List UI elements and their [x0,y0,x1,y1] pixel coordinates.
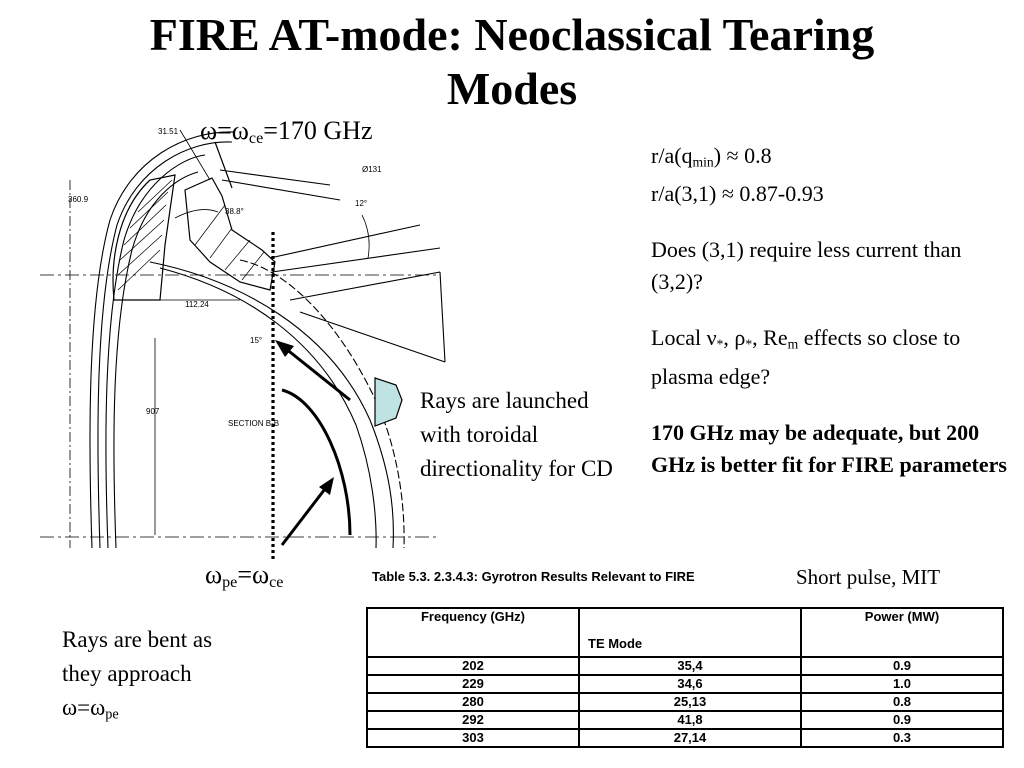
mode-cell: 27,14 [578,728,802,748]
power-cell: 0.8 [800,692,1004,712]
equals-symbol: = [77,695,91,720]
port-line [269,224,421,259]
dim-label: 907 [146,407,160,416]
mode-cell: 35,4 [578,656,802,676]
table-row: 303 27,14 0.3 [366,728,1004,748]
cutoff-arrow [280,484,330,546]
column-header-power: Power (MW) [800,607,1004,658]
edge-effects-question: Local ν*, ρ*, Rem effects so close to pl… [651,325,961,389]
dim-label: 31.51 [158,127,179,136]
omega-symbol: ω [252,560,270,589]
omega-symbol: ω [205,560,223,589]
mode-cell: 41,8 [578,710,802,730]
outer-wall-line [89,131,236,549]
frequency-cell: 303 [366,728,580,748]
cutoff-label: ωpe=ωce [205,560,283,592]
title-line-1: FIRE AT-mode: Neoclassical Tearing [149,9,875,60]
inner-wall-line-2 [113,171,199,549]
table-row: 280 25,13 0.8 [366,692,1004,712]
rays-launched-note: Rays are launched with toroidal directio… [420,388,613,481]
port-line [289,271,441,301]
cutoff-curve [281,388,352,536]
power-cell: 0.3 [800,728,1004,748]
dim-label: 112.24 [185,300,209,309]
dim-label: 15° [250,336,262,345]
section-label: SECTION B-B [228,419,279,428]
table-row: 202 35,4 0.9 [366,656,1004,676]
power-cell: 0.9 [800,656,1004,676]
title-line-2: Modes [446,63,578,114]
ray-arrow [284,346,351,402]
dimension-line [179,129,211,181]
qmin-note: r/a(qmin) ≈ 0.8 [651,143,772,170]
port-line [219,169,331,186]
vessel-cross-section-diagram: 31.51 360.9 Ø131 38.8° 12° 112.24 15° 90… [40,127,446,560]
subscript-ce: ce [248,130,264,148]
table-caption: Table 5.3. 2.3.4.3: Gyrotron Results Rel… [372,569,695,584]
equals-symbol: = [217,116,232,145]
omega-symbol: ω [200,116,218,145]
inner-wall-line [105,154,206,549]
power-cell: 0.9 [800,710,1004,730]
mode-cell: 34,6 [578,674,802,694]
subscript-pe: pe [105,706,119,723]
omega-symbol: ω [90,695,106,720]
frequency-value: =170 GHz [263,116,373,145]
dimension-arc [361,214,370,259]
ray-arrowhead [275,340,294,357]
dim-label: 360.9 [68,195,89,204]
port-line [439,271,446,363]
current-question: Does (3,1) require less current than (3,… [651,237,962,295]
table-row: 292 41,8 0.9 [366,710,1004,730]
note-line: Rays are bent as [62,627,213,652]
frequency-cell: 202 [366,656,580,676]
power-cell: 1.0 [800,674,1004,694]
physics-notes: r/a(qmin) ≈ 0.8 r/a(3,1) ≈ 0.87-0.93 Doe… [651,140,1011,481]
port-line [299,311,446,363]
first-wall-curve [149,261,394,549]
dimension-arc [174,209,219,219]
omega-symbol: ω [62,695,78,720]
dim-label: 38.8° [225,207,244,216]
port-line [271,247,441,273]
freq-pointer-line [214,141,233,189]
omega-symbol: ω [231,116,249,145]
column-header-frequency: Frequency (GHz) [366,607,580,658]
divertor-hatching [194,204,265,281]
hatched-wall [112,174,176,301]
port-line [221,179,341,201]
hatching [117,179,173,291]
launcher-antenna [374,377,403,427]
conclusion-note: 170 GHz may be adequate, but 200 GHz is … [651,419,1007,477]
slide-title: FIRE AT-mode: Neoclassical Tearing Modes [60,8,964,116]
dim-label: 12° [355,199,367,208]
first-wall-curve-2 [159,267,377,549]
subscript-pe: pe [222,574,238,592]
resonance-frequency-label: ω=ωce=170 GHz [200,116,373,148]
table-row: 229 34,6 1.0 [366,674,1004,694]
r31-note: r/a(3,1) ≈ 0.87-0.93 [651,181,824,207]
table-header-row: Frequency (GHz) TE Mode Power (MW) [366,607,1004,658]
note-line: they approach [62,661,192,686]
rays-bent-note: Rays are bent as they approach ω=ωpe [62,623,302,732]
cutoff-arrowhead [319,477,334,495]
dim-label: Ø131 [362,165,382,174]
short-pulse-note: Short pulse, MIT [796,565,941,589]
outer-wall-line-2 [97,141,233,549]
divertor-block [184,177,276,291]
frequency-cell: 292 [366,710,580,730]
frequency-cell: 280 [366,692,580,712]
frequency-cell: 229 [366,674,580,694]
subscript-ce: ce [269,574,284,592]
equals-symbol: = [237,560,253,589]
gyrotron-results-table: Frequency (GHz) TE Mode Power (MW) 202 3… [366,607,1004,748]
column-header-te-mode: TE Mode [578,607,802,658]
mode-cell: 25,13 [578,692,802,712]
